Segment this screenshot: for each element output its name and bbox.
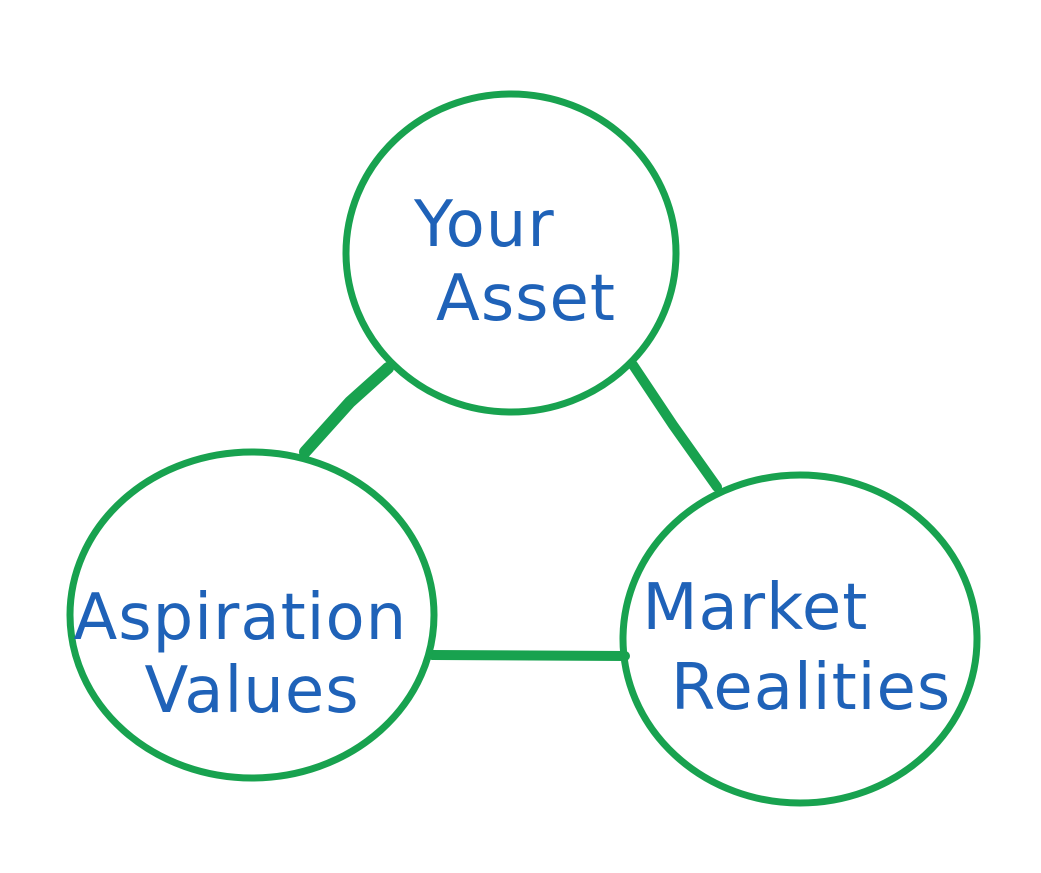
node-label-market-realities-line-1: Market (642, 571, 868, 645)
edge-asset-to-aspiration (299, 362, 394, 458)
node-label-aspiration-values-line-2: Values (144, 654, 359, 728)
node-label-your-asset-line-1: Your (413, 188, 555, 262)
node-label-market-realities: Market Realities (642, 571, 951, 725)
edge-asset-to-market (628, 360, 722, 492)
edge-aspiration-to-market (427, 650, 630, 661)
node-circle-aspiration-values (66, 448, 438, 782)
node-label-market-realities-line-2: Realities (671, 651, 951, 725)
node-label-aspiration-values-line-1: Aspiration (74, 581, 408, 655)
node-label-your-asset: Your Asset (413, 188, 616, 336)
node-circle-your-asset (342, 90, 680, 416)
node-label-aspiration-values: Aspiration Values (74, 581, 429, 728)
node-label-your-asset-line-2: Asset (436, 262, 616, 336)
node-circle-market-realities (619, 471, 981, 807)
